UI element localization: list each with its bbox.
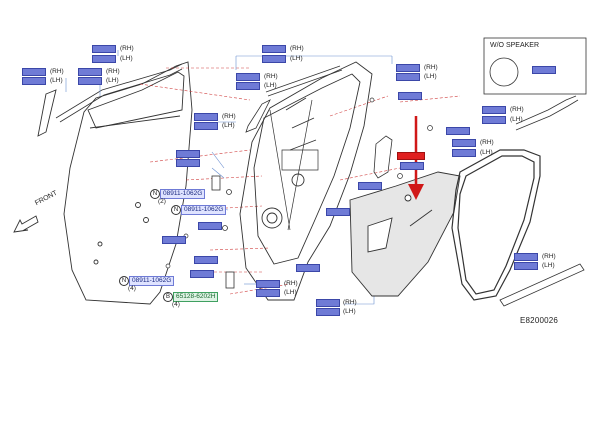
rh-note: (RH): [290, 45, 304, 52]
door-glass-edge-strip: [515, 95, 579, 131]
part-tag: [452, 149, 476, 157]
part-tag: [326, 208, 350, 216]
rh-note: (RH): [50, 68, 64, 75]
part-tag: [162, 236, 186, 244]
part-tag: [482, 116, 506, 124]
lh-note: (LH): [50, 77, 63, 84]
rh-note: (RH): [480, 139, 494, 146]
rh-note: (RH): [222, 113, 236, 120]
door-outer-panel: [63, 61, 193, 305]
rh-note: (RH): [284, 280, 298, 287]
rh-note: (RH): [542, 253, 556, 260]
part-tag: [452, 139, 476, 147]
diagram-code: E8200026: [520, 316, 559, 325]
b-symbol-circle: B: [163, 292, 173, 302]
part-tag: [194, 113, 218, 121]
door-latch: [373, 135, 393, 179]
rh-note: (RH): [424, 64, 438, 71]
lh-note: (LH): [222, 122, 235, 129]
part-tag: [176, 159, 200, 167]
part-tag: [446, 127, 470, 135]
n-symbol-circle: N: [150, 189, 160, 199]
part-tag: [316, 299, 340, 307]
front-direction-arrow: [13, 215, 39, 233]
rh-note: (RH): [510, 106, 524, 113]
part-tag: [396, 64, 420, 72]
highlighted-part-tag: [397, 152, 425, 160]
lh-note: (LH): [480, 149, 493, 156]
part-tag: [396, 73, 420, 81]
part-tag: [514, 253, 538, 261]
fastener-part-number: 08911-1062G: [160, 189, 206, 199]
part-tag: [190, 270, 214, 278]
door-trim-panel: [349, 171, 461, 297]
part-tag: [236, 73, 260, 81]
part-tag: [236, 82, 260, 90]
part-tag: [358, 182, 382, 190]
lh-note: (LH): [284, 289, 297, 296]
part-tag: [22, 68, 46, 76]
rh-note: (RH): [106, 68, 120, 75]
part-tag: [256, 289, 280, 297]
rh-note: (RH): [343, 299, 357, 306]
window-regulator: [269, 99, 319, 231]
door-vertical-molding: [37, 89, 57, 137]
lh-note: (LH): [424, 73, 437, 80]
part-tag: [256, 280, 280, 288]
lh-note: (LH): [343, 308, 356, 315]
lh-note: (LH): [106, 77, 119, 84]
lh-note: (LH): [542, 262, 555, 269]
n-symbol-circle: N: [171, 205, 181, 215]
part-tag: [194, 256, 218, 264]
quantity-note: (4): [172, 301, 180, 308]
part-tag: [176, 150, 200, 158]
part-tag: [262, 55, 286, 63]
rh-note: (RH): [120, 45, 134, 52]
rh-note: (RH): [264, 73, 278, 80]
door-inner-frame: [239, 61, 373, 301]
lh-note: (LH): [264, 82, 277, 89]
quantity-note: (4): [128, 285, 136, 292]
inset-title: W/O SPEAKER: [490, 42, 540, 49]
part-tag: [482, 106, 506, 114]
quantity-note: (2): [158, 198, 166, 205]
part-tag: [198, 222, 222, 230]
door-weatherstrip: [451, 149, 541, 301]
fastener-part-number: 08911-1062G: [129, 276, 175, 286]
part-tag: [78, 77, 102, 85]
part-tag: [194, 122, 218, 130]
part-tag: [78, 68, 102, 76]
part-tag: [532, 66, 556, 74]
door-sill-molding: [499, 263, 585, 307]
part-tag: [316, 308, 340, 316]
door-belt-molding: [265, 65, 343, 97]
door-hinges: [211, 175, 235, 289]
part-tag: [514, 262, 538, 270]
lh-note: (LH): [510, 116, 523, 123]
part-tag: [22, 77, 46, 85]
fastener-part-number: 08911-1062G: [181, 205, 227, 215]
part-tag: [262, 45, 286, 53]
part-tag: [92, 55, 116, 63]
n-symbol-circle: N: [119, 276, 129, 286]
leader-lines-blue: [65, 50, 393, 305]
fastener-part-number: 65128-6202H: [173, 292, 219, 302]
part-tag: [92, 45, 116, 53]
door-sash-molding: [55, 63, 183, 123]
part-tag: [400, 162, 424, 170]
inner-pillar-trim: [245, 99, 271, 133]
part-tag: [296, 264, 320, 272]
lh-note: (LH): [120, 55, 133, 62]
part-tag: [398, 92, 422, 100]
lh-note: (LH): [290, 55, 303, 62]
